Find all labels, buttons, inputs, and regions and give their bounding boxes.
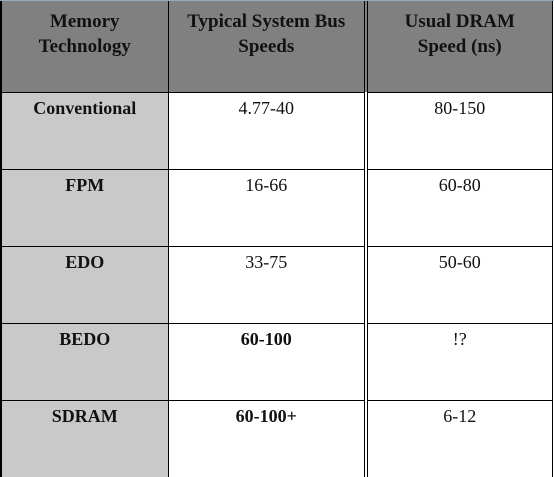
bus-speed-cell: 33-75 xyxy=(168,246,368,324)
technology-cell: SDRAM xyxy=(2,400,169,477)
table-row: EDO 33-75 50-60 xyxy=(2,246,553,324)
header-line: Typical System Bus xyxy=(187,11,346,32)
bus-speed-cell: 16-66 xyxy=(168,169,368,247)
bus-speed-cell: 60-100+ xyxy=(168,400,368,477)
header-row: Memory Technology Typical System Bus Spe… xyxy=(2,1,553,93)
header-line: Speed (ns) xyxy=(417,36,502,57)
header-line: Technology xyxy=(38,36,131,57)
header-dram-speed: Usual DRAM Speed (ns) xyxy=(366,1,553,93)
dram-speed-cell: 60-80 xyxy=(366,169,553,247)
bus-speed-cell: 4.77-40 xyxy=(168,92,368,170)
dram-speed-cell: 50-60 xyxy=(366,246,553,324)
header-line: Memory xyxy=(49,11,120,32)
header-line: Usual DRAM xyxy=(404,11,515,32)
dram-speed-cell: !? xyxy=(366,323,553,401)
bus-speed-cell: 60-100 xyxy=(168,323,368,401)
technology-cell: EDO xyxy=(2,246,169,324)
top-border xyxy=(0,0,554,1)
dram-speed-cell: 6-12 xyxy=(366,400,553,477)
header-line: Speeds xyxy=(238,36,295,57)
table-row: FPM 16-66 60-80 xyxy=(2,169,553,247)
header-bus-speeds: Typical System Bus Speeds xyxy=(168,1,368,93)
technology-cell: Conventional xyxy=(2,92,169,170)
technology-cell: FPM xyxy=(2,169,169,247)
technology-cell: BEDO xyxy=(2,323,169,401)
table-row: BEDO 60-100 !? xyxy=(2,323,553,401)
header-memory-technology: Memory Technology xyxy=(2,1,169,93)
dram-speed-cell: 80-150 xyxy=(366,92,553,170)
table-row: SDRAM 60-100+ 6-12 xyxy=(2,400,553,477)
table-row: Conventional 4.77-40 80-150 xyxy=(2,92,553,170)
